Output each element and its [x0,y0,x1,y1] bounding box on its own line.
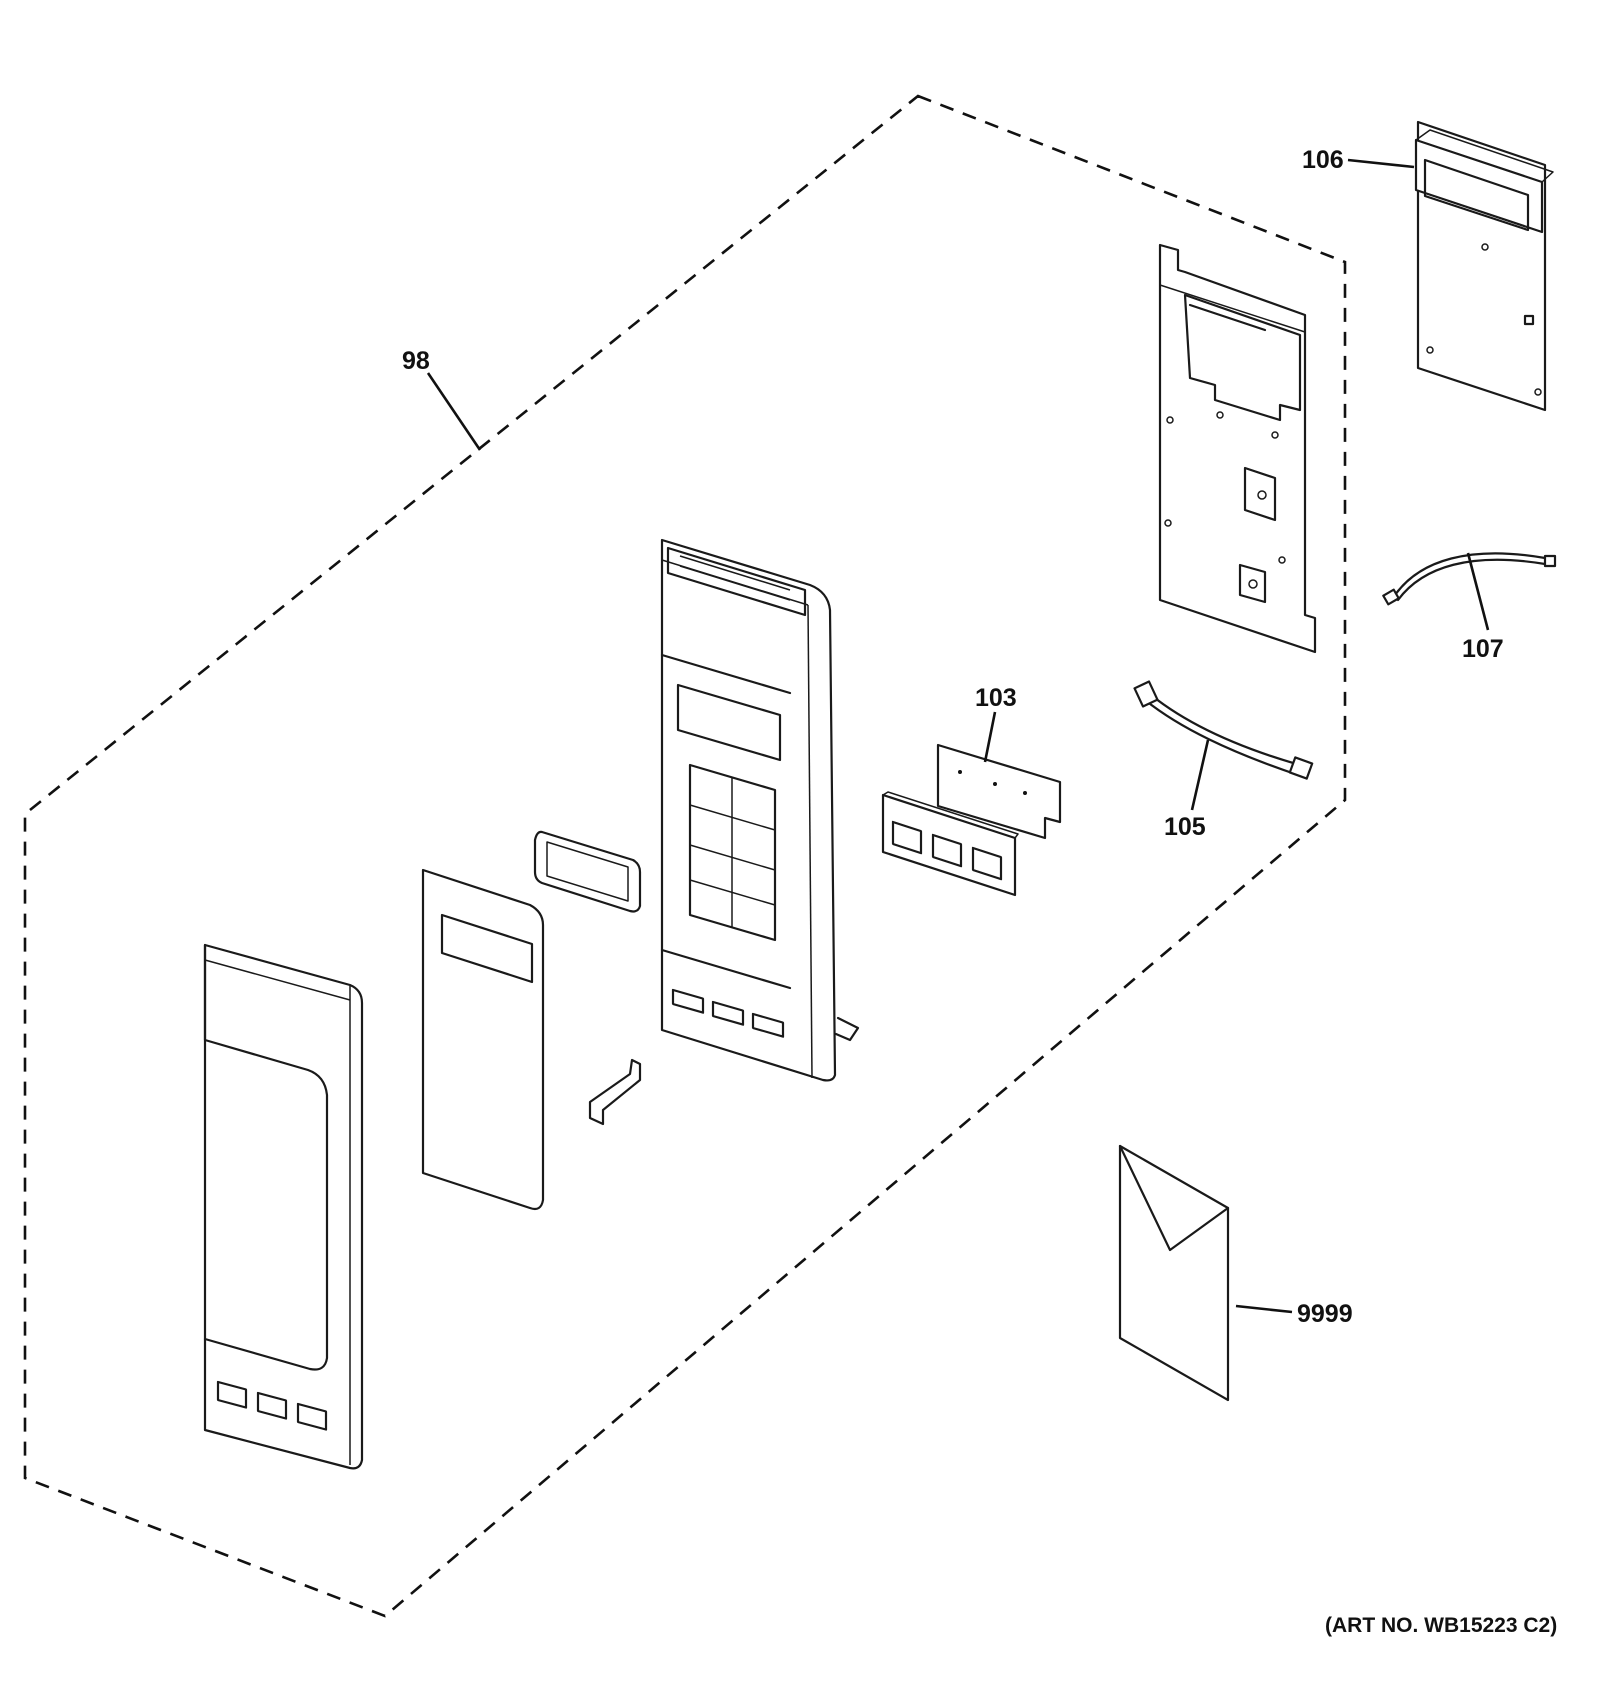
callout-106: 106 [1302,146,1344,174]
callout-103: 103 [975,684,1017,712]
art-number: (ART NO. WB15223 C2) [1325,1614,1557,1637]
callout-105: 105 [1164,813,1206,841]
leader-106 [1347,158,1415,169]
leader-98 [426,372,482,451]
leader-105 [1190,739,1210,811]
membrane-overlay [421,868,545,1211]
assembly-boundary [23,94,1347,1618]
leader-107 [1466,552,1490,631]
leader-9999 [1235,1304,1293,1314]
part-106-display-board [1414,120,1554,412]
leader-103 [983,711,997,763]
control-panel-frame [203,943,364,1470]
latch-bracket [588,1058,642,1126]
part-105-harness [1133,680,1314,780]
part-103-shield [936,743,1062,840]
callout-9999: 9999 [1297,1300,1353,1328]
display-gasket [533,830,642,913]
callout-98: 98 [402,347,430,375]
control-housing [660,538,860,1082]
callout-107: 107 [1462,635,1504,663]
part-107-wire [1382,552,1557,606]
mounting-plate [1158,243,1317,654]
switch-board [881,791,1019,897]
part-9999-literature [1118,1144,1230,1402]
